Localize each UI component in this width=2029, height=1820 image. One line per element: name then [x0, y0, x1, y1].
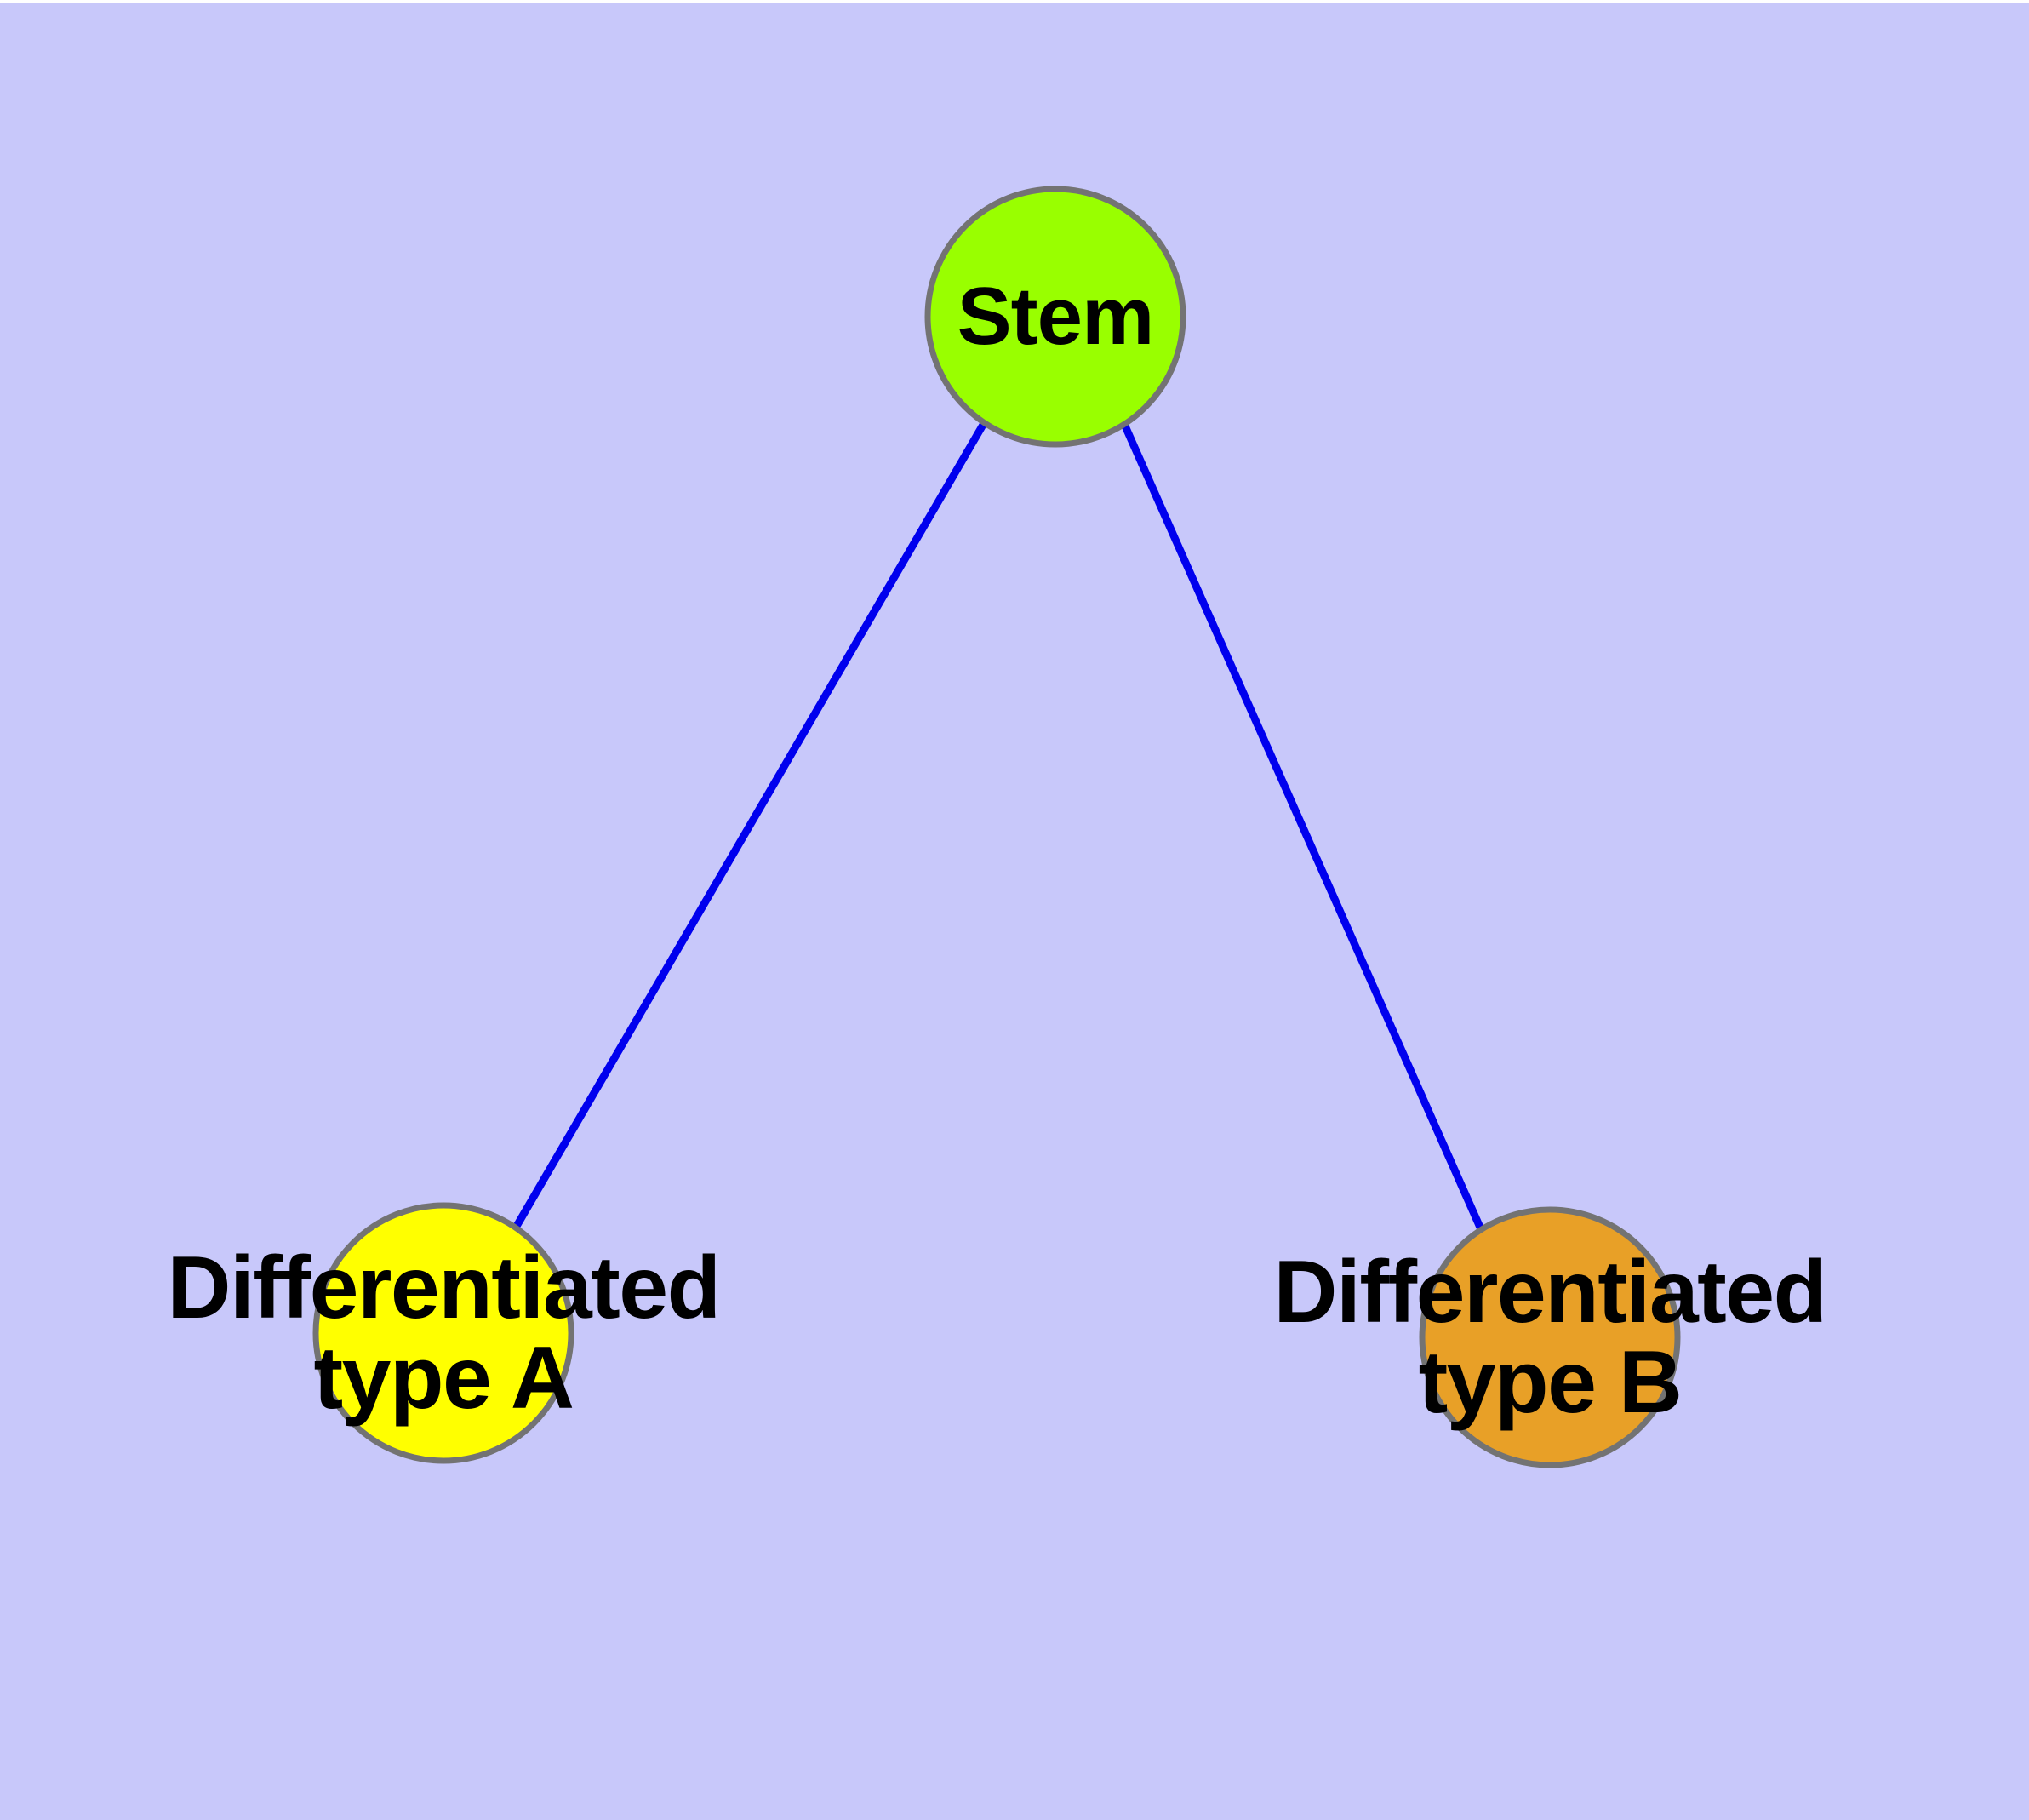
edges-group: [512, 421, 1485, 1231]
graph-svg: [312, 186, 1681, 1468]
edge-stem-diff-a[interactable]: [512, 422, 986, 1230]
node-circle-diff_b[interactable]: [1419, 1206, 1681, 1468]
edge-stem-diff-b[interactable]: [1119, 421, 1485, 1231]
node-circle-diff_a[interactable]: [312, 1202, 574, 1464]
node-circle-stem[interactable]: [924, 186, 1186, 448]
nodes-group: [312, 186, 1681, 1468]
